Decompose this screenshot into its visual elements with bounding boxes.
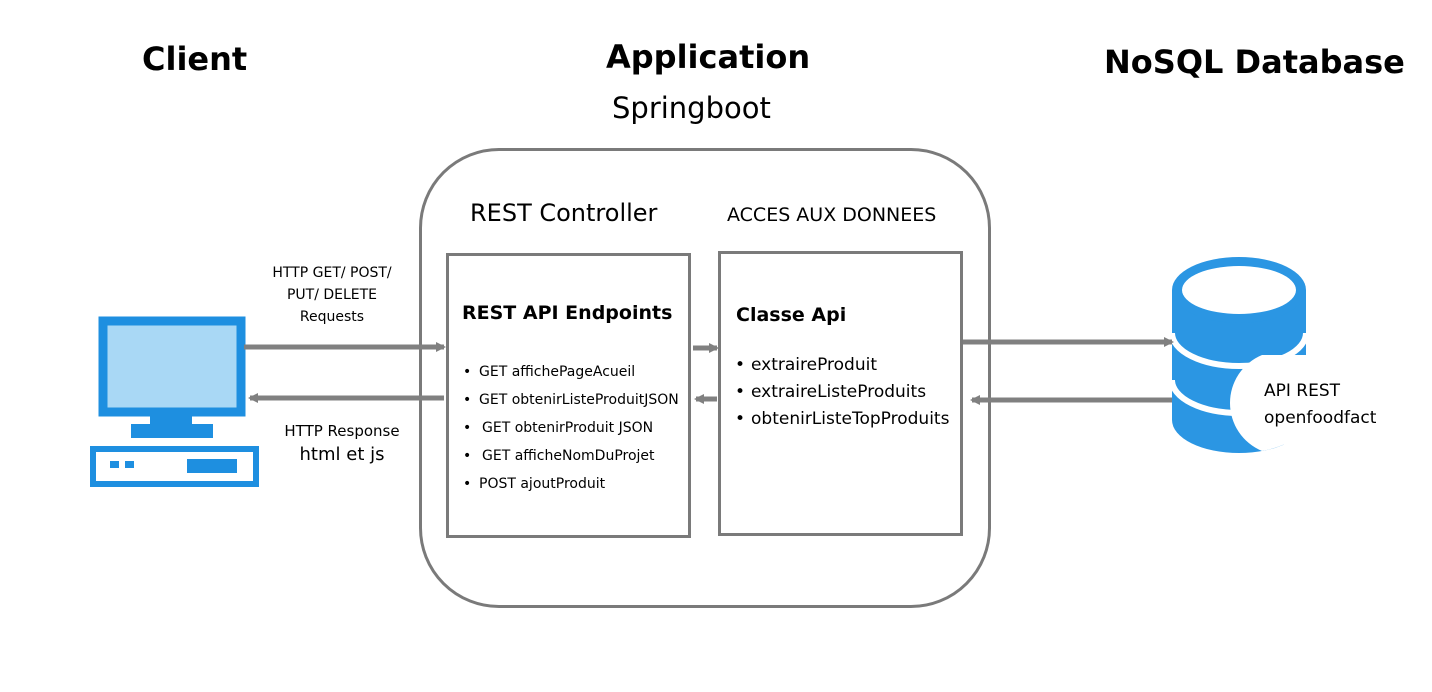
classe-api-title: Classe Api <box>736 304 847 326</box>
endpoint-item: GET obtenirListeProduitJSON <box>463 390 679 418</box>
rest-controller-title: REST Controller <box>470 199 658 227</box>
database-icon <box>1169 257 1356 453</box>
database-label: API REST openfoodfact <box>1264 381 1377 428</box>
database-heading: NoSQL Database <box>1104 43 1405 81</box>
application-subheading: Springboot <box>612 91 771 125</box>
endpoints-box: REST API Endpoints GET affichePageAcueil… <box>446 253 691 538</box>
client-heading: Client <box>142 40 248 78</box>
endpoint-item: POST ajoutProduit <box>463 474 679 502</box>
method-item: obtenirListeTopProduits <box>735 408 949 435</box>
response-label: HTTP Response html et js <box>284 422 400 465</box>
endpoints-list: GET affichePageAcueil GET obtenirListePr… <box>463 362 679 502</box>
application-heading: Application <box>606 38 811 76</box>
data-access-title: ACCES AUX DONNEES <box>727 204 937 226</box>
method-item: extraireListeProduits <box>735 381 949 408</box>
endpoints-box-title: REST API Endpoints <box>462 302 673 324</box>
application-container <box>419 148 991 608</box>
endpoint-item: GET affichePageAcueil <box>463 362 679 390</box>
endpoint-item: GET afficheNomDuProjet <box>463 446 679 474</box>
classe-api-box: Classe Api extraireProduit extraireListe… <box>718 251 963 536</box>
computer-icon <box>90 316 259 487</box>
method-item: extraireProduit <box>735 354 949 381</box>
request-label: HTTP GET/ POST/ PUT/ DELETE Requests <box>272 265 392 325</box>
endpoint-item: GET obtenirProduit JSON <box>463 418 679 446</box>
classe-api-methods: extraireProduit extraireListeProduits ob… <box>735 354 949 435</box>
